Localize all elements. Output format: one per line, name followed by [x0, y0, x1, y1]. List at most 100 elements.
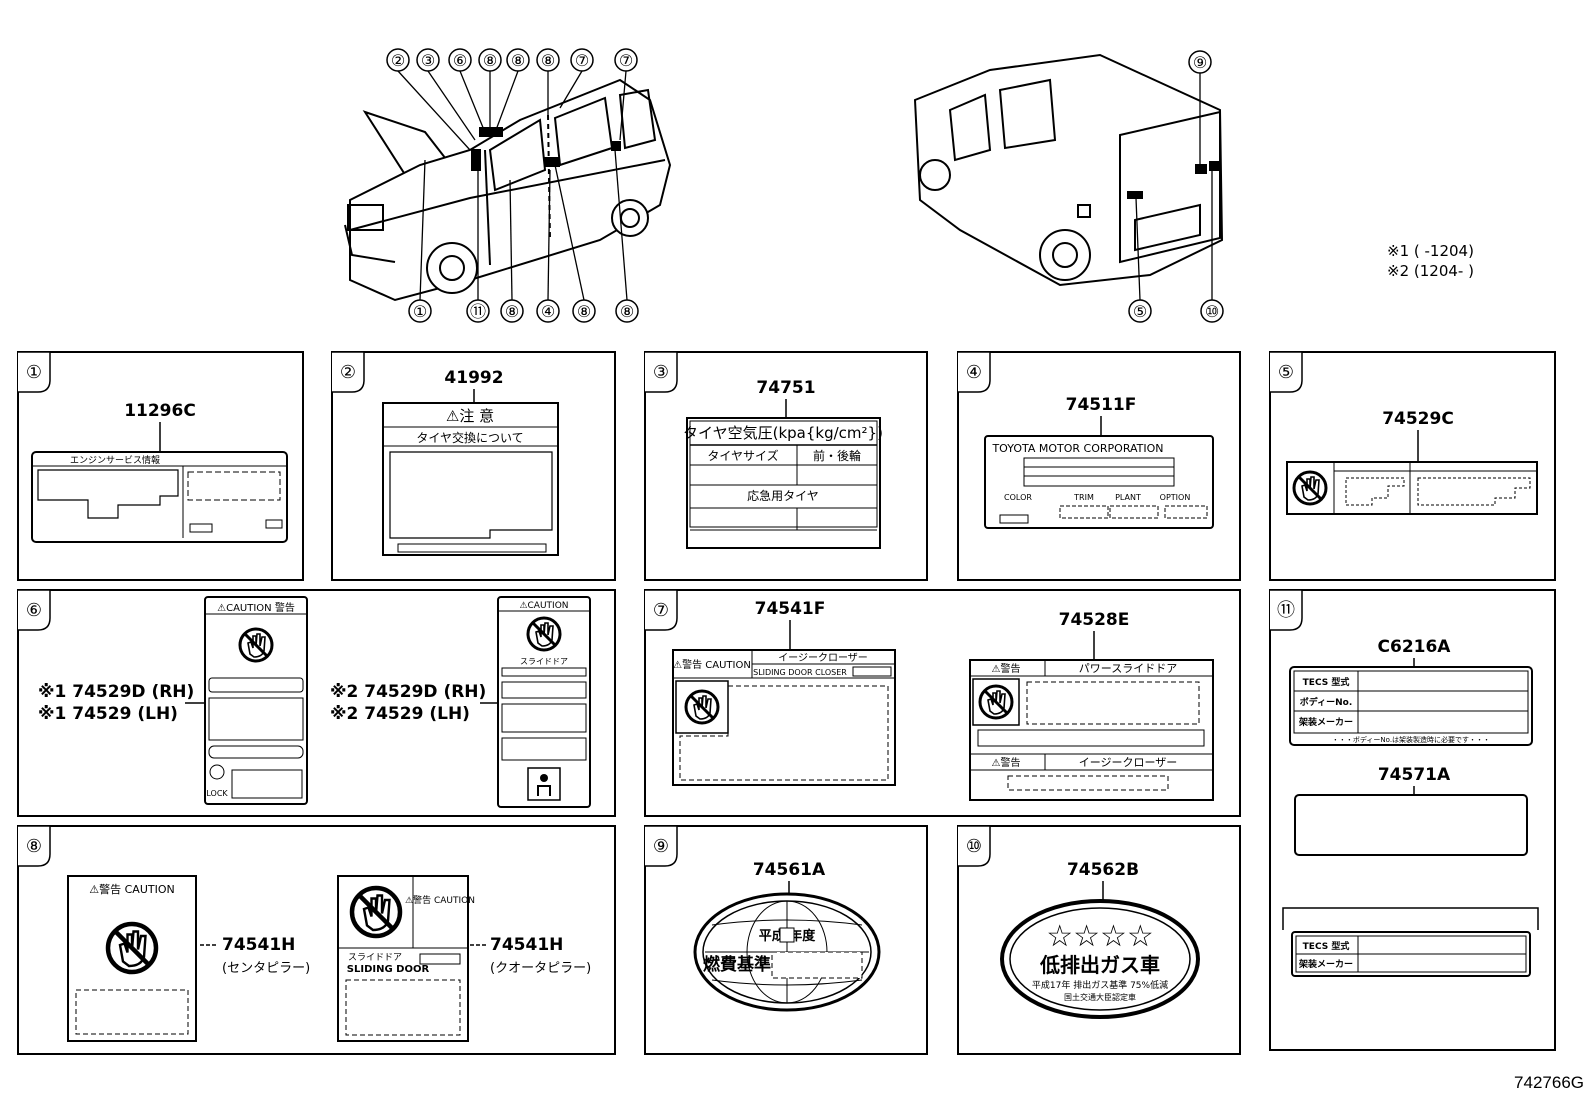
caution-header-8a: ⚠警告 CAUTION — [89, 882, 174, 896]
callout-8c: ⑧ — [541, 51, 555, 70]
callout-2: ② — [391, 51, 405, 70]
front-leader-lines — [397, 70, 628, 301]
part-74529-LH-2: ※2 74529 (LH) — [330, 704, 470, 724]
panel-7-closer-labels: 74541F ⚠警告 CAUTION イージークローザー SLIDING DOO… — [672, 599, 1214, 801]
panel-9-number: ⑨ — [653, 836, 669, 857]
plate-plant: PLANT — [1115, 493, 1141, 502]
quarter-pillar-note: (クオータピラー) — [490, 961, 591, 976]
footnote-1: ※1 ( -1204) — [1387, 242, 1474, 260]
part-number-74751: 74751 — [756, 378, 815, 398]
panel-frames — [17, 351, 1556, 1055]
part-number-41992: 41992 — [444, 368, 503, 388]
rear-leader-lines — [1135, 72, 1213, 301]
tire-pressure-title: タイヤ空気圧(kpa{kg/cm²}) — [683, 424, 883, 442]
callout-8e: ⑧ — [577, 302, 591, 321]
panel-2-number: ② — [340, 362, 356, 383]
callout-5: ⑤ — [1133, 302, 1147, 321]
closer-jp: イージークローザー — [778, 652, 868, 664]
plate-trim: TRIM — [1073, 493, 1094, 502]
callout-9: ⑨ — [1193, 53, 1207, 72]
part-number-74541F: 74541F — [755, 599, 826, 619]
part-74529-LH-1: ※1 74529 (LH) — [38, 704, 178, 724]
builder-label: 架装メーカー — [1298, 716, 1353, 728]
caution-header-8b: ⚠警告 CAUTION — [405, 894, 475, 906]
panel-11-body-builder-plates: C6216A TECS 型式 ボディーNo. 架装メーカー ・・・ボディーNo.… — [1282, 637, 1539, 977]
callout-11: ⑪ — [470, 302, 486, 321]
front-bottom-callouts: ① ⑪ ⑧ ④ ⑧ ⑧ — [408, 299, 639, 323]
part-74529D-RH-1: ※1 74529D (RH) — [38, 682, 194, 702]
part-74529D-RH-2: ※2 74529D (RH) — [330, 682, 486, 702]
callout-7b: ⑦ — [619, 51, 633, 70]
callout-8a: ⑧ — [483, 51, 497, 70]
part-number-11296C: 11296C — [124, 401, 196, 421]
builder-label-2: 架装メーカー — [1298, 958, 1353, 970]
slide-door-label: スライドドア — [520, 657, 568, 666]
part-number-74541H-a: 74541H — [222, 935, 295, 955]
ministry-certified-text: 国土交通大臣認定車 — [1064, 992, 1136, 1002]
caution-header-right: ⚠CAUTION — [519, 601, 568, 611]
panel-2-tire-change-label: 41992 ⚠注 意 タイヤ交換について — [382, 368, 559, 556]
panel-5-power-slide-label: 74529C — [1286, 409, 1538, 515]
panel-3-tire-pressure-label: 74751 タイヤ空気圧(kpa{kg/cm²}) タイヤサイズ 前・後輪 応急… — [683, 378, 883, 549]
tecs-type-label: TECS 型式 — [1303, 676, 1350, 688]
callout-8f: ⑧ — [620, 302, 634, 321]
callout-8b: ⑧ — [511, 51, 525, 70]
caution-header-left: ⚠CAUTION 警告 — [217, 601, 295, 614]
panel-6-sliding-door-labels: ※1 74529D (RH) ※1 74529 (LH) ⚠CAUTION 警告… — [38, 596, 591, 808]
plate-option: OPTION — [1160, 493, 1191, 502]
panel-1-engine-service-label: 11296C エンジンサービス情報 — [31, 401, 288, 543]
caution-header-7a: ⚠警告 CAUTION — [673, 658, 751, 671]
tire-size-column: タイヤサイズ — [707, 448, 778, 463]
panel-4-number: ④ — [966, 362, 982, 383]
engine-service-header: エンジンサービス情報 — [70, 454, 160, 466]
callout-10: ⑩ — [1205, 302, 1219, 321]
part-number-C6216A: C6216A — [1378, 637, 1452, 657]
panel-numbers: ① ② ③ ④ ⑤ ⑥ ⑦ ⑪ ⑧ ⑨ ⑩ — [26, 362, 1295, 857]
front-van-illustration — [344, 78, 672, 302]
emission-stars: ☆☆☆☆ — [1046, 919, 1154, 954]
tecs-type-label-2: TECS 型式 — [1303, 940, 1350, 952]
panel-8-number: ⑧ — [26, 836, 42, 857]
fuel-standard-text: 燃費基準 — [703, 954, 771, 975]
footnote-2: ※2 (1204- ) — [1387, 262, 1474, 280]
plate-color: COLOR — [1004, 493, 1032, 502]
warning-label-7c: ⚠警告 — [992, 756, 1021, 769]
part-number-74571A: 74571A — [1378, 765, 1451, 785]
callout-1: ① — [413, 302, 427, 321]
spare-tire-row: 応急用タイヤ — [747, 488, 819, 503]
part-number-74511F: 74511F — [1066, 395, 1137, 415]
panel-7-number: ⑦ — [653, 600, 669, 621]
body-number-label: ボディーNo. — [1300, 696, 1353, 708]
slide-door-jp: スライドドア — [348, 952, 402, 963]
emission-standard-text: 平成17年 排出ガス基準 75%低減 — [1032, 979, 1168, 991]
panel-4-vehicle-id-plate: 74511F TOYOTA MOTOR CORPORATION COLOR TR… — [984, 395, 1214, 529]
callout-6: ⑥ — [453, 51, 467, 70]
callout-7a: ⑦ — [575, 51, 589, 70]
front-top-callouts: ② ③ ⑥ ⑧ ⑧ ⑧ ⑦ ⑦ — [386, 48, 638, 72]
panel-10-low-emission-emblem: 74562B ☆☆☆☆ 低排出ガス車 平成17年 排出ガス基準 75%低減 国土… — [1000, 860, 1200, 1019]
callout-4: ④ — [541, 302, 555, 321]
body-number-note: ・・・ボディーNo.は架装製造時に必要です・・・ — [1332, 735, 1490, 744]
panel-6-number: ⑥ — [26, 600, 42, 621]
part-number-74529C: 74529C — [1382, 409, 1454, 429]
panel-10-number: ⑩ — [966, 836, 982, 857]
callout-8d: ⑧ — [505, 302, 519, 321]
part-number-74562B: 74562B — [1067, 860, 1139, 880]
low-emission-vehicle-text: 低排出ガス車 — [1039, 953, 1160, 977]
caution-header-jp: ⚠注 意 — [446, 407, 494, 425]
maker-name: TOYOTA MOTOR CORPORATION — [991, 442, 1163, 455]
warning-label-7b: ⚠警告 — [992, 662, 1021, 675]
closer-en: SLIDING DOOR CLOSER — [753, 668, 847, 677]
power-slide-door-text: パワースライドドア — [1079, 662, 1177, 675]
panel-8-pillar-labels: ⚠警告 CAUTION 74541H (センタピラー) ⚠警告 CAUTION … — [67, 875, 591, 1042]
part-number-74541H-b: 74541H — [490, 935, 563, 955]
figure-code: 742766G — [1514, 1073, 1584, 1092]
rear-callouts: ⑨ ⑤ ⑩ — [1128, 50, 1224, 323]
lock-label: LOCK — [206, 789, 228, 798]
panel-5-number: ⑤ — [1278, 362, 1294, 383]
footnote-legend: ※1 ( -1204) ※2 (1204- ) — [1387, 242, 1474, 280]
panel-number-tabs — [18, 351, 1303, 867]
panel-3-number: ③ — [653, 362, 669, 383]
panel-9-fuel-economy-emblem: 74561A 平成 年度 燃費基準 — [693, 860, 881, 1012]
